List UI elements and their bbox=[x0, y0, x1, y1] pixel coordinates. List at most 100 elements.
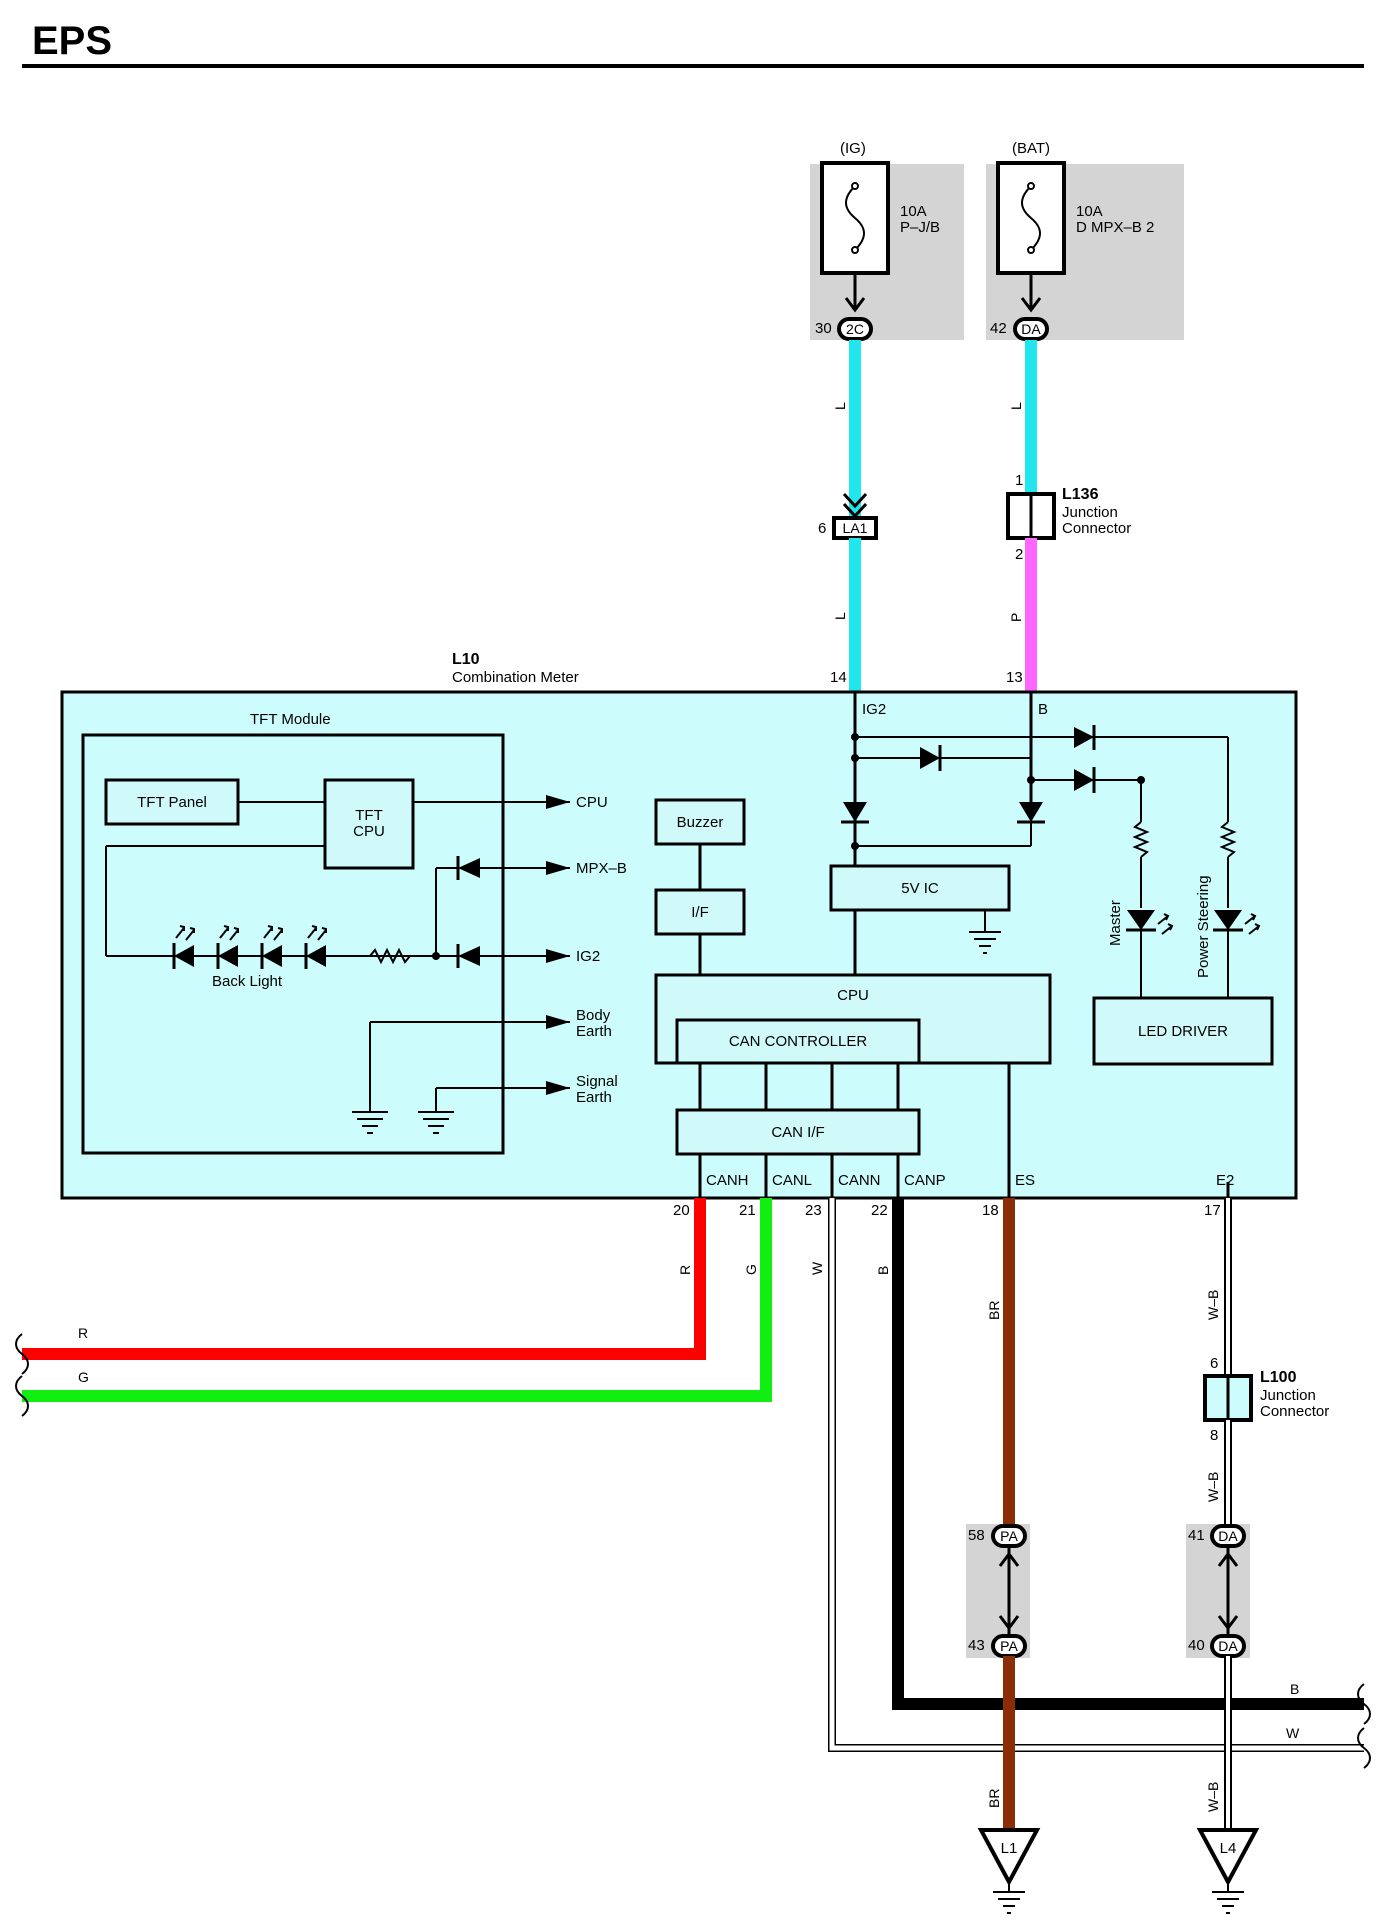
5v-ic-block[interactable] bbox=[829, 864, 1011, 912]
l100-line2: Connector bbox=[1260, 1403, 1329, 1420]
meter-id: L10 bbox=[452, 651, 480, 668]
arrow-down-icon bbox=[844, 297, 866, 313]
wire-label: G bbox=[78, 1369, 89, 1385]
signal-earth-label-1: Signal bbox=[576, 1073, 618, 1090]
wire-break-icon bbox=[15, 1375, 29, 1417]
ground-icon bbox=[969, 931, 1001, 954]
connector-pa-bot-label: PA bbox=[1000, 1638, 1018, 1654]
wire-break-icon bbox=[1357, 1727, 1371, 1769]
bat-source-label: (BAT) bbox=[1012, 140, 1050, 157]
wire-label: L bbox=[832, 402, 848, 410]
arrow-right-icon bbox=[546, 1081, 570, 1095]
arrow-right-icon bbox=[546, 1015, 570, 1029]
wire-label: G bbox=[743, 1264, 759, 1275]
diode-icon bbox=[841, 802, 869, 824]
tft-cpu-block[interactable] bbox=[323, 778, 415, 870]
wire-break-icon bbox=[15, 1333, 29, 1375]
back-light-label: Back Light bbox=[212, 973, 283, 990]
body-earth-label-2: Earth bbox=[576, 1023, 612, 1040]
da-bot-pin: 40 bbox=[1188, 1637, 1205, 1654]
can-if-label: CAN I/F bbox=[771, 1124, 824, 1141]
arrow-cpu-label: CPU bbox=[576, 794, 608, 811]
connector-da-bat[interactable] bbox=[1013, 317, 1049, 341]
ig-fuse-rating: 10A bbox=[900, 203, 927, 220]
l100-line1: Junction bbox=[1260, 1387, 1316, 1404]
connector-2c[interactable] bbox=[837, 317, 873, 341]
l100-id: L100 bbox=[1260, 1369, 1297, 1386]
diode-icon bbox=[1074, 725, 1096, 750]
pin-18: 18 bbox=[982, 1202, 999, 1219]
5v-ic-label: 5V IC bbox=[901, 880, 939, 897]
connector-da-bot-label: DA bbox=[1218, 1638, 1238, 1654]
connector-da-top-label: DA bbox=[1218, 1528, 1238, 1544]
led-driver-label: LED DRIVER bbox=[1138, 1023, 1228, 1040]
pin-21: 21 bbox=[739, 1202, 756, 1219]
wire-label: P bbox=[1008, 613, 1024, 622]
arrow-mpxb-label: MPX–B bbox=[576, 860, 627, 877]
wire-w bbox=[829, 1198, 1364, 1751]
arrow-down-icon bbox=[1020, 297, 1042, 313]
connector-da-bat-label: DA bbox=[1021, 321, 1041, 337]
bat-pin: 42 bbox=[990, 320, 1007, 337]
l100-pin-out: 8 bbox=[1210, 1427, 1218, 1444]
wire-label: BR bbox=[986, 1789, 1002, 1808]
diode-icon bbox=[1074, 767, 1096, 793]
wire-label: W–B bbox=[1205, 1472, 1221, 1502]
ground-point-l1[interactable]: L1 bbox=[977, 1828, 1041, 1914]
l136-pin-out: 2 bbox=[1015, 546, 1023, 563]
l136-line1: Junction bbox=[1062, 504, 1118, 521]
page-title: EPS bbox=[32, 19, 112, 63]
terminal-e2: E2 bbox=[1216, 1172, 1234, 1189]
resistor-icon bbox=[369, 947, 411, 965]
l136-pin-in: 1 bbox=[1015, 472, 1023, 489]
body-earth-label-1: Body bbox=[576, 1007, 611, 1024]
tft-module-label: TFT Module bbox=[250, 711, 331, 728]
tft-module[interactable] bbox=[81, 733, 505, 1155]
connector-la1-label: LA1 bbox=[843, 520, 868, 536]
led-driver-block[interactable] bbox=[1092, 996, 1274, 1066]
tft-panel-block[interactable] bbox=[104, 778, 240, 826]
la1-pin: 6 bbox=[818, 520, 826, 537]
connector-arrow-icon bbox=[1217, 1551, 1239, 1631]
terminal-canp: CANP bbox=[904, 1172, 946, 1189]
wire-label: L bbox=[832, 612, 848, 620]
tft-cpu-label-1: TFT bbox=[355, 807, 383, 824]
wire-label: B bbox=[1290, 1681, 1299, 1697]
wire-b bbox=[892, 1198, 1364, 1710]
buzzer-label: Buzzer bbox=[677, 814, 724, 831]
ground-point-l4[interactable]: L4 bbox=[1196, 1828, 1260, 1914]
back-light-led-icon bbox=[172, 925, 195, 969]
wire-label: L bbox=[1008, 402, 1024, 410]
bat-fuse-rating: 10A bbox=[1076, 203, 1103, 220]
diode-icon bbox=[1017, 802, 1045, 824]
ground-l1-label: L1 bbox=[1001, 1840, 1018, 1857]
if-label: I/F bbox=[691, 904, 709, 921]
wire-label: BR bbox=[986, 1301, 1002, 1320]
meter-name: Combination Meter bbox=[452, 669, 579, 686]
tft-panel-label: TFT Panel bbox=[137, 794, 207, 811]
wire-label: W–B bbox=[1205, 1290, 1221, 1320]
power-steering-label: Power Steering bbox=[1195, 875, 1212, 978]
l136-line2: Connector bbox=[1062, 520, 1131, 537]
connector-2c-label: 2C bbox=[846, 321, 864, 337]
ig-source-label: (IG) bbox=[840, 140, 866, 157]
buzzer-block[interactable] bbox=[654, 798, 746, 846]
fuse-element-icon bbox=[1021, 185, 1041, 251]
wire-w-outline bbox=[828, 1198, 1364, 1752]
wire-r bbox=[22, 1198, 706, 1360]
master-label: Master bbox=[1107, 900, 1124, 946]
l100-pin-in: 6 bbox=[1210, 1355, 1218, 1372]
pin-20: 20 bbox=[673, 1202, 690, 1219]
ig-fuse-name: P–J/B bbox=[900, 219, 940, 236]
can-if-block[interactable] bbox=[675, 1108, 921, 1156]
tft-cpu-label-2: CPU bbox=[353, 823, 385, 840]
terminal-cann: CANN bbox=[838, 1172, 881, 1189]
can-controller-label: CAN CONTROLLER bbox=[729, 1033, 868, 1050]
wire-g bbox=[22, 1198, 772, 1402]
signal-earth-label-2: Earth bbox=[576, 1089, 612, 1106]
diode-icon bbox=[920, 745, 942, 771]
pa-bot-pin: 43 bbox=[968, 1637, 985, 1654]
can-controller-block[interactable] bbox=[675, 1018, 921, 1065]
wire-label: R bbox=[78, 1325, 88, 1341]
